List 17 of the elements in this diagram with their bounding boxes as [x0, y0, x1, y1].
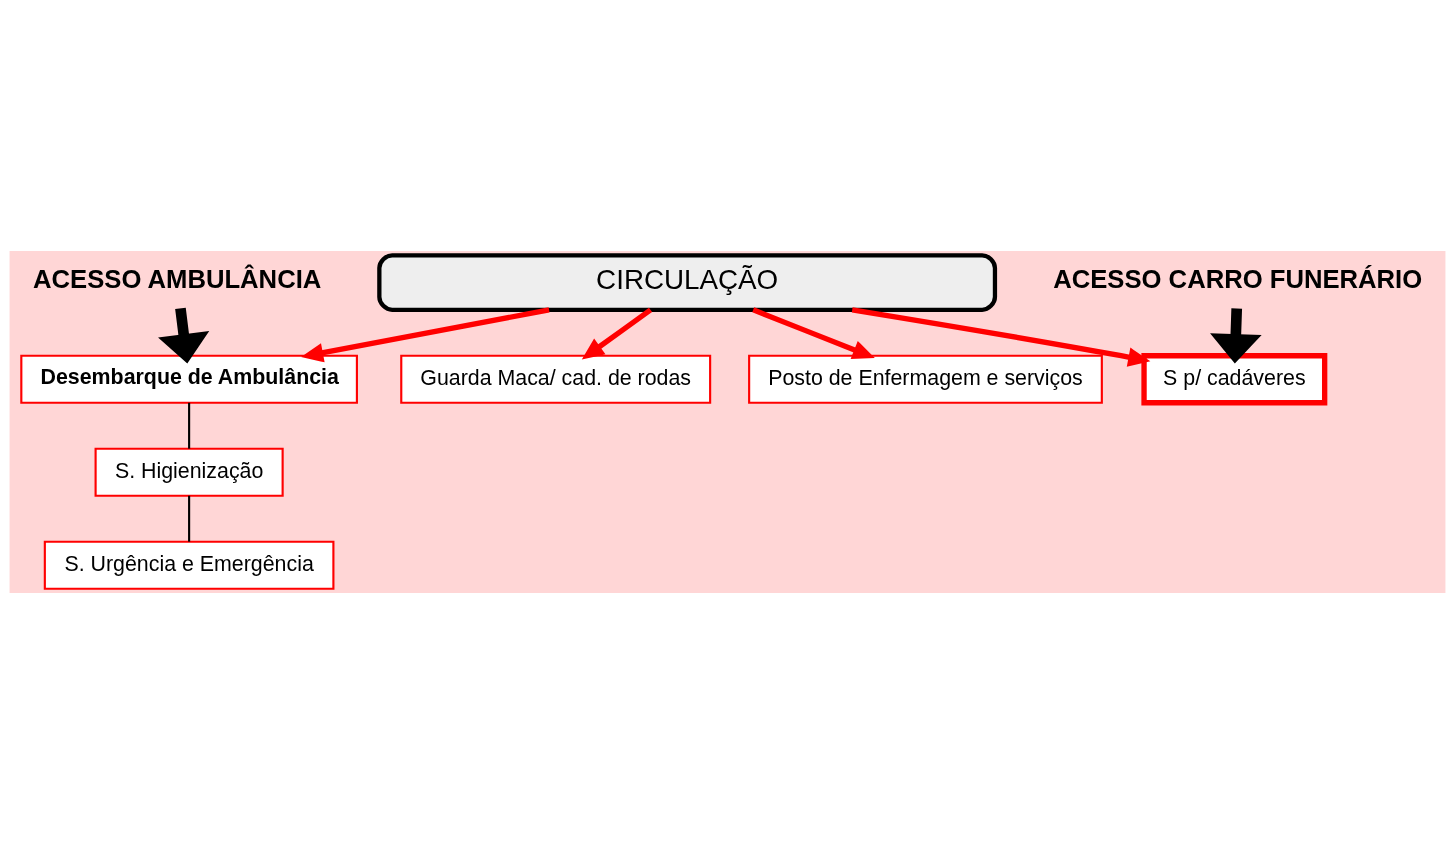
node-box: Posto de Enfermagem e serviços [748, 354, 1103, 404]
connector [188, 402, 191, 449]
node-box: Guarda Maca/ cad. de rodas [400, 354, 712, 404]
arrow [301, 306, 550, 362]
arrow [851, 306, 1151, 367]
arrow [1210, 307, 1262, 364]
node-text: ACESSO AMBULÂNCIA [33, 264, 322, 293]
arrow [158, 307, 210, 363]
node-box: S. Urgência e Emergência [43, 540, 335, 590]
node-box: S p/ cadáveres [1141, 352, 1328, 405]
node-box: S. Higienização [94, 447, 284, 497]
arrow [752, 306, 875, 359]
node-box: Desembarque de Ambulância [20, 354, 358, 404]
connector [188, 495, 191, 542]
arrow [581, 307, 653, 359]
node-text: ACESSO CARRO FUNERÁRIO [1053, 264, 1423, 293]
node-box: CIRCULAÇÃO [377, 252, 998, 312]
